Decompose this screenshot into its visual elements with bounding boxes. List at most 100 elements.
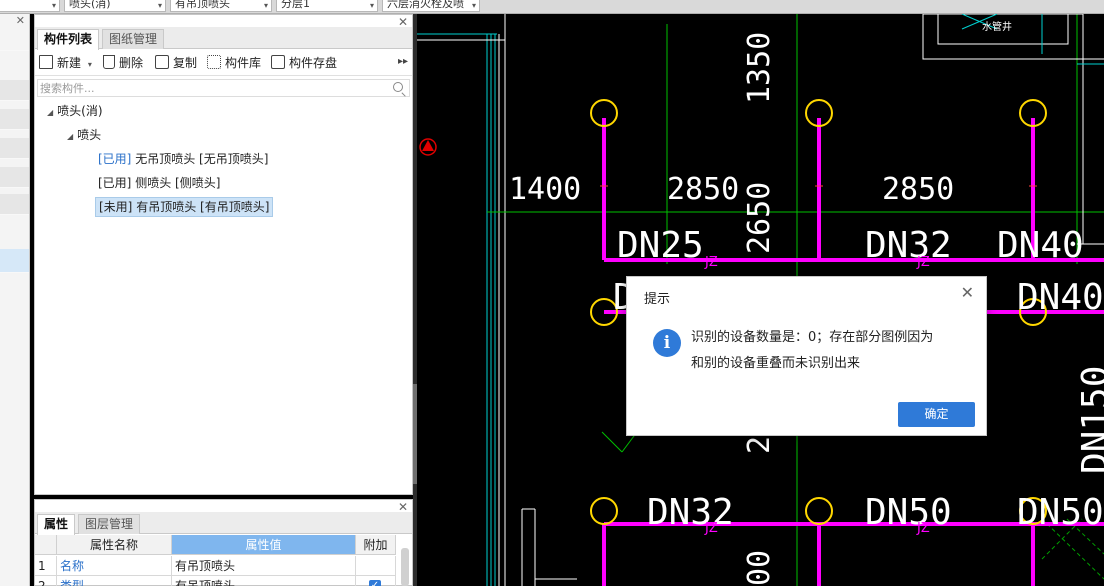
copy-icon [155, 55, 169, 69]
wall-lines-left [417, 33, 497, 586]
drawing-selector-value: 六层消火栓及喷 [387, 0, 464, 10]
sprinkler-heads [590, 99, 1047, 525]
property-panel-tabs: 属性 图层管理 [35, 512, 412, 535]
tree-leaf-status: [已用] [98, 152, 132, 166]
pipe-jz-label: JZ [916, 521, 930, 536]
category-selector[interactable]: 喷头(消) ▾ [64, 0, 166, 12]
tree-leaf-status: [已用] [98, 176, 132, 190]
pipe-size-label: DN40 [997, 225, 1084, 266]
pipe-size-label: DN150 [1075, 366, 1104, 474]
copy-button[interactable]: 复制 [155, 55, 197, 71]
close-icon[interactable]: ✕ [397, 500, 408, 514]
close-icon[interactable]: ✕ [960, 283, 974, 302]
dimension-label: 2650 [742, 182, 777, 254]
chevron-down-icon: ▾ [51, 1, 56, 10]
table-header-extra: 附加 [356, 535, 396, 555]
search-input[interactable] [40, 81, 380, 95]
save-disk-icon [271, 55, 285, 69]
tree-leaf-item[interactable]: [已用] 无吊顶喷头 [无吊顶喷头] [98, 150, 268, 168]
tree-leaf-item-selected[interactable]: [未用] 有吊顶喷头 [有吊顶喷头] [95, 197, 274, 217]
vertical-scrollbar[interactable] [401, 548, 409, 586]
close-icon[interactable]: ✕ [397, 15, 408, 29]
wall-lines-white [417, 14, 577, 586]
table-row-extra[interactable] [356, 556, 396, 576]
table-row-value[interactable]: 有吊顶喷头 [172, 556, 356, 576]
table-row-index: 1 [35, 556, 57, 576]
library-icon [207, 55, 221, 69]
drawing-selector[interactable]: 六层消火栓及喷 ▾ [382, 0, 480, 12]
dialog-message: 识别的设备数量是：0；存在部分图例因为 和别的设备重叠而未识别出来 [691, 325, 976, 377]
component-selector[interactable]: 有吊顶喷头 ▾ [170, 0, 272, 12]
table-row-value[interactable]: 有吊顶喷头 [172, 576, 356, 586]
tab-layer-management[interactable]: 图层管理 [78, 514, 141, 534]
top-selector-bar: ▾ 喷头(消) ▾ 有吊顶喷头 ▾ 分层1 ▾ 六层消火栓及喷 ▾ [0, 0, 1104, 14]
nav-row[interactable] [0, 194, 29, 215]
nav-row[interactable] [0, 138, 29, 159]
pipe-size-label: DN25 [617, 225, 704, 266]
dialog-title: 提示 [644, 292, 671, 307]
search-icon[interactable] [393, 82, 403, 92]
toolbar-overflow-icon[interactable]: ▸▸ [397, 56, 408, 67]
layer-selector-value: 分层1 [281, 0, 310, 10]
nav-row[interactable] [0, 80, 29, 101]
pipe-size-labels: DN25 DN32 DN40 DN40 D DN32 DN50 DN50 DN1… [613, 225, 1104, 533]
tree-leaf-label: 无吊顶喷头 [无吊顶喷头] [135, 152, 269, 166]
copy-button-label: 复制 [173, 56, 198, 70]
chevron-down-icon: ▾ [471, 1, 476, 10]
dialog-message-line: 识别的设备数量是：0；存在部分图例因为 [691, 330, 934, 345]
tab-drawing-management[interactable]: 图纸管理 [102, 29, 165, 49]
dialog-message-line: 和别的设备重叠而未识别出来 [691, 356, 861, 371]
tree-node-child[interactable]: ◢喷头 [67, 126, 101, 146]
tree-leaf-label: 有吊顶喷头 [有吊顶喷头] [136, 200, 270, 214]
expand-triangle-icon[interactable]: ◢ [67, 132, 74, 141]
water-well-outline [922, 14, 1104, 245]
pipe-size-label: DN50 [1017, 492, 1104, 533]
info-icon: i [653, 329, 681, 357]
tab-properties[interactable]: 属性 [37, 514, 76, 535]
tree-leaf-item[interactable]: [已用] 侧喷头 [侧喷头] [98, 174, 220, 192]
tree-node-child-label: 喷头 [77, 128, 102, 142]
panel-splitter[interactable] [413, 14, 417, 586]
table-header-name: 属性名称 [57, 535, 172, 555]
water-well-label: 水管井 [982, 20, 1012, 33]
component-library-label: 构件库 [225, 56, 262, 70]
dimension-label: 1400 [509, 172, 581, 207]
chevron-down-icon[interactable]: ▾ [87, 60, 92, 69]
component-save-button[interactable]: 构件存盘 [271, 55, 337, 71]
table-header-index [35, 535, 57, 555]
dimension-label: 2850 [882, 172, 954, 207]
layer-selector[interactable]: 分层1 ▾ [276, 0, 378, 12]
tree-node-root-label: 喷头(消) [57, 104, 103, 118]
dimension-label: 2850 [667, 172, 739, 207]
nav-row[interactable] [0, 109, 29, 130]
dimension-labels: 1400 2850 2850 1350 2650 26 00 [509, 32, 954, 586]
expand-triangle-icon[interactable]: ◢ [47, 108, 54, 117]
pipe-jz-label: JZ [704, 255, 718, 270]
nav-row[interactable] [0, 30, 29, 51]
checkbox-checked-icon[interactable]: ✓ [369, 580, 381, 586]
delete-button[interactable]: 删除 [103, 55, 143, 71]
level-selector[interactable]: ▾ [0, 0, 60, 12]
new-button[interactable]: 新建 ▾ [39, 55, 92, 73]
tab-component-list[interactable]: 构件列表 [37, 29, 100, 50]
table-row-index: 2 [35, 576, 57, 586]
tree-node-root[interactable]: ◢喷头(消) [47, 102, 103, 122]
water-well-cyan [961, 14, 1104, 65]
pipe-size-label: DN40 [1017, 277, 1104, 318]
component-library-button[interactable]: 构件库 [207, 55, 261, 71]
close-icon[interactable]: ✕ [15, 14, 25, 27]
prompt-dialog: 提示 ✕ i 识别的设备数量是：0；存在部分图例因为 和别的设备重叠而未识别出来… [626, 276, 987, 436]
chevron-down-icon: ▾ [263, 1, 268, 10]
nav-row-selected[interactable] [0, 249, 29, 273]
pipe-jz-labels: JZ JZ JZ JZ [704, 255, 930, 536]
ok-button[interactable]: 确定 [898, 402, 975, 427]
nav-row[interactable] [0, 167, 29, 188]
delete-button-label: 删除 [119, 56, 144, 70]
tree-leaf-status: [未用] [99, 200, 133, 214]
table-row-extra[interactable]: ✓ [356, 576, 396, 586]
trash-icon [103, 55, 115, 69]
tree-leaf-label: 侧喷头 [侧喷头] [135, 176, 221, 190]
splitter-handle[interactable] [413, 384, 417, 484]
navigation-strip: ✕ [0, 14, 30, 586]
dimension-label: 1350 [742, 32, 777, 104]
